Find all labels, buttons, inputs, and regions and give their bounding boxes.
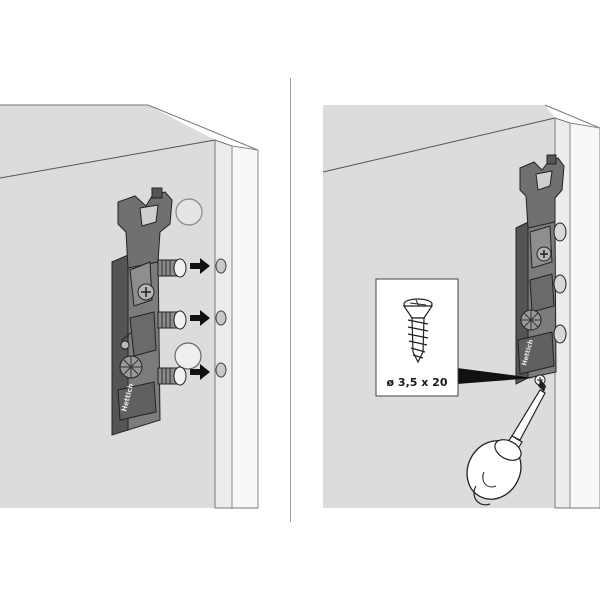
panel-divider [290, 78, 291, 522]
drill-hole-2 [215, 310, 227, 326]
callout-pointer [457, 368, 534, 384]
bore-circle-lower [174, 342, 202, 370]
dowel-pin-3 [157, 366, 187, 386]
cabinet-top-edge-right [322, 117, 556, 173]
dowel-pin-2 [157, 310, 187, 330]
arrow-right-icon [190, 364, 210, 380]
cabinet-top-edge-left [0, 139, 216, 179]
insert-arrows [190, 258, 210, 380]
drill-hole-3 [215, 362, 227, 378]
cabinet-side-wall-left [0, 105, 215, 508]
drill-hole-1 [215, 258, 227, 274]
left-step-panel: Hettich [0, 104, 259, 509]
arrow-right-icon [190, 310, 210, 326]
dowel-pins-left [157, 258, 187, 386]
dowel-pin-1 [157, 258, 187, 278]
mounting-bracket-left: Hettich [111, 187, 173, 436]
right-step-panel: Hettich ø 3,5 x 20 [322, 104, 600, 509]
screwdriver-icon [466, 380, 546, 506]
mounting-bracket-right: Hettich [515, 154, 567, 386]
screw-spec-label: ø 3,5 x 20 [387, 376, 448, 389]
bore-circle-upper [175, 198, 203, 226]
arrow-right-icon [190, 258, 210, 274]
screw-icon [402, 298, 434, 364]
